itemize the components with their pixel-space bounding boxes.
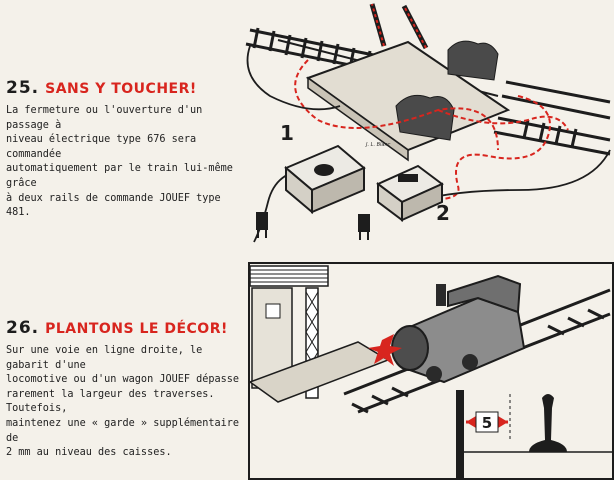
section-26-heading: 26. PLANTONS LE DÉCOR! <box>6 318 240 338</box>
locomotive <box>391 274 526 384</box>
plug-icons <box>256 212 370 240</box>
crossing-barriers <box>369 3 429 50</box>
controller-2 <box>376 164 444 222</box>
label-1: 1 <box>280 121 294 145</box>
section-26-body: Sur une voie en ligne droite, le gabarit… <box>6 345 240 459</box>
section-25-body: La fermeture ou l'ouverture d'un passage… <box>6 105 233 219</box>
section-26-number: 26. <box>6 318 40 338</box>
section-26-title: PLANTONS LE DÉCOR! <box>45 321 228 337</box>
command-wires <box>294 59 569 201</box>
section-25: 25. SANS Y TOUCHER! La fermeture ou l'ou… <box>0 78 240 221</box>
scenery-rocks <box>395 40 499 141</box>
section-25-number: 25. <box>6 78 40 98</box>
level-crossing-illustration: 1 2 J. L. Blanc <box>245 3 611 243</box>
locomotive-clearance-illustration: 5 <box>248 262 614 480</box>
section-25-title: SANS Y TOUCHER! <box>45 81 197 97</box>
gauge-value: 5 <box>482 414 492 432</box>
collision-spark-icon <box>368 334 402 366</box>
controller-1 <box>284 144 366 215</box>
label-2: 2 <box>436 201 450 225</box>
controller-knob-icon <box>314 164 334 176</box>
section-25-heading: 25. SANS Y TOUCHER! <box>6 78 240 98</box>
section-26: 26. PLANTONS LE DÉCOR! Sur une voie en l… <box>0 318 240 461</box>
rail-profile-icon <box>529 394 567 452</box>
illustration-signature: J. L. Blanc <box>365 142 391 148</box>
